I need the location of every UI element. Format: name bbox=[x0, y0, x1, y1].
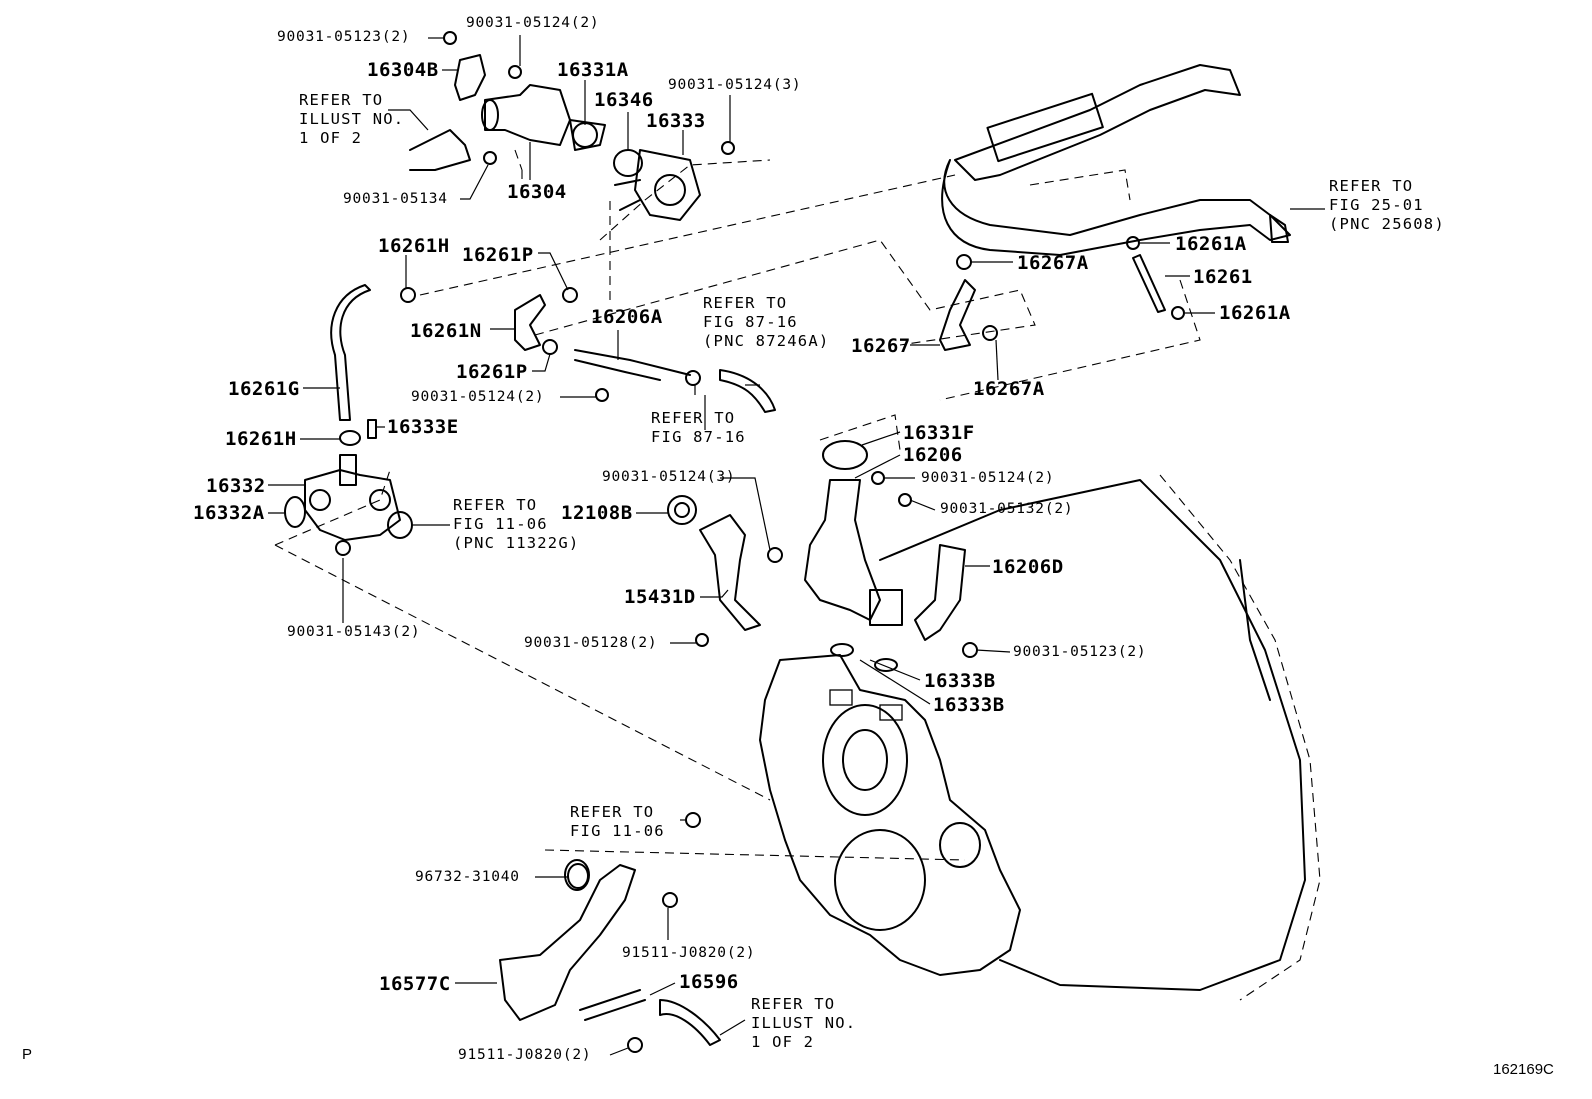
part-label-16261N: 16261N bbox=[410, 320, 482, 342]
refer-note-fig-11-06: REFER TO FIG 11-06 bbox=[570, 803, 665, 841]
refer-note-line: REFER TO bbox=[751, 995, 836, 1013]
part-label-16596: 16596 bbox=[679, 971, 739, 993]
page-marker: P bbox=[22, 1046, 33, 1063]
refer-note-illust-1: REFER TO ILLUST NO. 1 OF 2 bbox=[299, 91, 404, 148]
part-label-16577C: 16577C bbox=[379, 973, 451, 995]
filler-neck-16206 bbox=[804, 440, 966, 641]
refer-note-line: FIG 11-06 bbox=[453, 515, 548, 533]
part-label-16332A: 16332A bbox=[193, 502, 265, 524]
refer-note-line: FIG 25-01 bbox=[1329, 196, 1424, 214]
part-label-16333: 16333 bbox=[646, 110, 706, 132]
part-label-16267A-low: 16267A bbox=[973, 378, 1045, 400]
refer-note-line: REFER TO bbox=[1329, 177, 1414, 195]
refer-note-fig-87-16: REFER TO FIG 87-16 bbox=[651, 409, 746, 447]
refer-note-line: REFER TO bbox=[570, 803, 655, 821]
part-label-12108B: 12108B bbox=[561, 502, 633, 524]
part-label-16206A: 16206A bbox=[591, 306, 663, 328]
bolt-label-5: 90031-05124(2) bbox=[411, 389, 545, 405]
part-label-16261A-low: 16261A bbox=[1219, 302, 1291, 324]
part-label-16267A-top: 16267A bbox=[1017, 252, 1089, 274]
refer-note-line: FIG 87-16 bbox=[703, 313, 798, 331]
refer-note-fig-87-16-pnc: REFER TO FIG 87-16 (PNC 87246A) bbox=[703, 294, 829, 351]
bolt-label-6: 90031-05143(2) bbox=[287, 624, 421, 640]
part-label-16267: 16267 bbox=[851, 335, 911, 357]
lower-pipe-16577C bbox=[499, 859, 721, 1046]
part-label-16333B-a: 16333B bbox=[924, 670, 996, 692]
part-label-16304: 16304 bbox=[507, 181, 567, 203]
bolt-label-7: 90031-05124(3) bbox=[602, 469, 736, 485]
part-label-16206: 16206 bbox=[903, 444, 963, 466]
part-label-16331F: 16331F bbox=[903, 422, 975, 444]
bolt-label-9: 90031-05124(2) bbox=[921, 470, 1055, 486]
bolt-label-12: 96732-31040 bbox=[415, 869, 520, 885]
refer-note-line: FIG 11-06 bbox=[570, 822, 665, 840]
part-label-16333E: 16333E bbox=[387, 416, 459, 438]
hoses bbox=[330, 254, 1166, 421]
refer-note-line: 1 OF 2 bbox=[751, 1033, 815, 1051]
refer-note-fig-11-06-pnc: REFER TO FIG 11-06 (PNC 11322G) bbox=[453, 496, 579, 553]
part-label-16331A: 16331A bbox=[557, 59, 629, 81]
egr-pipe-assembly bbox=[941, 64, 1291, 256]
bolt-label-2: 90031-05124(2) bbox=[466, 15, 600, 31]
refer-note-line: (PNC 11322G) bbox=[453, 534, 580, 552]
refer-note-line: REFER TO bbox=[453, 496, 538, 514]
part-label-16206D: 16206D bbox=[992, 556, 1064, 578]
leader-lines bbox=[268, 35, 1325, 1056]
bolt-label-1: 90031-05123(2) bbox=[277, 29, 411, 45]
part-label-16261A-top: 16261A bbox=[1175, 233, 1247, 255]
part-label-16332: 16332 bbox=[206, 475, 266, 497]
figure-id: 162169C bbox=[1493, 1061, 1554, 1078]
refer-note-line: (PNC 87246A) bbox=[703, 332, 830, 350]
bolt-label-8: 90031-05128(2) bbox=[524, 635, 658, 651]
bolt-label-13: 91511-J0820(2) bbox=[622, 945, 756, 961]
refer-note-line: REFER TO bbox=[651, 409, 736, 427]
part-label-16261H-low: 16261H bbox=[225, 428, 297, 450]
part-label-16333B-b: 16333B bbox=[933, 694, 1005, 716]
bolt-label-10: 90031-05132(2) bbox=[940, 501, 1074, 517]
bolt-label-11: 90031-05123(2) bbox=[1013, 644, 1147, 660]
part-label-16261P-top: 16261P bbox=[462, 244, 534, 266]
refer-note-line: ILLUST NO. bbox=[751, 1014, 857, 1032]
refer-note-line: (PNC 25608) bbox=[1329, 215, 1445, 233]
bolt-label-4: 90031-05134 bbox=[343, 191, 448, 207]
refer-note-illust-2: REFER TO ILLUST NO. 1 OF 2 bbox=[751, 995, 856, 1052]
water-inlet-16332 bbox=[284, 454, 413, 541]
refer-note-line: REFER TO bbox=[703, 294, 788, 312]
engine-block bbox=[759, 479, 1306, 991]
part-label-16261P-mid: 16261P bbox=[456, 361, 528, 383]
part-label-16261: 16261 bbox=[1193, 266, 1253, 288]
part-label-16261G: 16261G bbox=[228, 378, 300, 400]
part-label-15431D: 15431D bbox=[624, 586, 696, 608]
part-label-16346: 16346 bbox=[594, 89, 654, 111]
refer-note-line: REFER TO bbox=[299, 91, 384, 109]
part-label-16261H-top: 16261H bbox=[378, 235, 450, 257]
part-label-16304B: 16304B bbox=[367, 59, 439, 81]
bolt-label-3: 90031-05124(3) bbox=[668, 77, 802, 93]
bolt-label-14: 91511-J0820(2) bbox=[458, 1047, 592, 1063]
refer-note-line: 1 OF 2 bbox=[299, 129, 363, 147]
refer-note-line: FIG 87-16 bbox=[651, 428, 746, 446]
refer-note-fig-25-01: REFER TO FIG 25-01 (PNC 25608) bbox=[1329, 177, 1445, 234]
refer-note-line: ILLUST NO. bbox=[299, 110, 405, 128]
water-bypass-15431D bbox=[667, 495, 761, 631]
